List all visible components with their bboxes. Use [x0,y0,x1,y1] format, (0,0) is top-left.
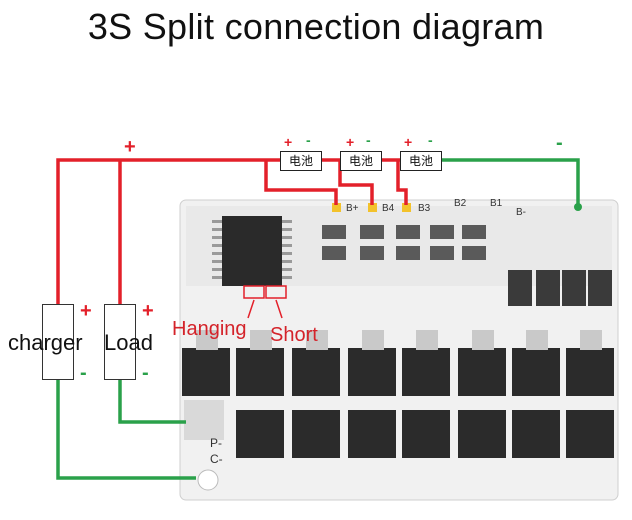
main-minus-sign: - [556,132,563,154]
pad-b4: B4 [382,203,395,214]
load-label: Load [104,330,153,355]
load-plus-sign: + [142,300,154,322]
main-plus-sign: + [124,136,136,158]
load-minus-sign: - [142,362,149,384]
cell3-plus: + [404,134,413,150]
battery-cell-3: 电池 [400,151,442,171]
cell1-minus: - [306,132,311,148]
pad-b2: B2 [454,198,467,209]
pad-pminus: P- [210,436,222,450]
load-box [104,304,136,380]
cell2-minus: - [366,132,371,148]
bms-board [179,199,619,501]
cell1-plus: + [284,134,293,150]
pad-bplus: B+ [346,203,359,214]
battery-cell-1: 电池 [280,151,322,171]
short-annotation: Short [270,324,318,346]
charger-label: charger [8,330,83,355]
charger-plus-sign: + [80,300,92,322]
ic-chip [222,216,282,286]
battery-cell-2: 电池 [340,151,382,171]
hanging-annotation: Hanging [172,318,247,340]
charger-minus-sign: - [80,362,87,384]
pad-b3: B3 [418,203,431,214]
cell2-plus: + [346,134,355,150]
cell3-minus: - [428,132,433,148]
pad-bminus: B- [516,207,526,218]
diagram-title: 3S Split connection diagram [87,6,545,47]
pad-b1: B1 [490,198,503,209]
pad-cminus: C- [210,452,223,466]
charger-box [42,304,74,380]
